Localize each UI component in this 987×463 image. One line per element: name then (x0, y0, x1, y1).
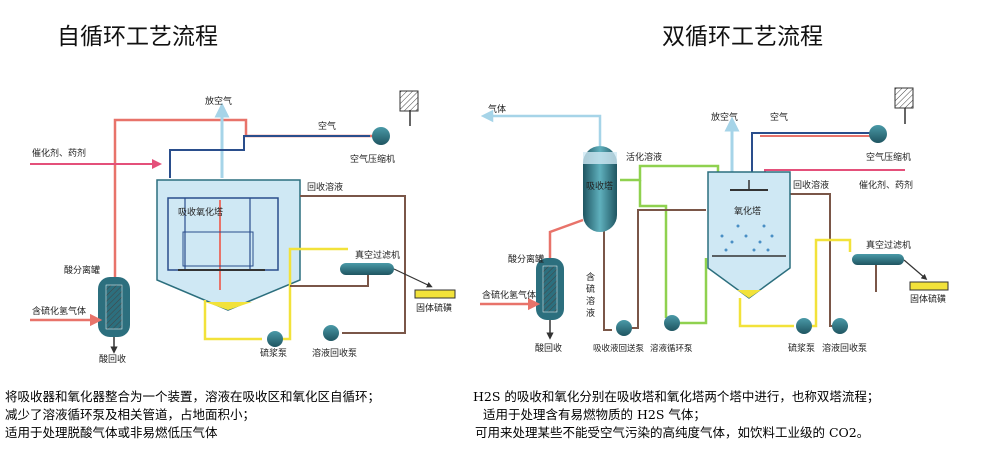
self-label-vacuum-filter: 真空过滤机 (355, 249, 400, 261)
dual-label-vent: 放空气 (711, 111, 738, 123)
dual-recycle-line (790, 193, 848, 327)
self-blue-line (169, 135, 370, 178)
self-label-air: 空气 (318, 120, 336, 132)
dual-gas-outlet-line (480, 109, 602, 146)
dual-label-recycle-solution: 回收溶液 (793, 179, 829, 191)
self-air-filter-icon (399, 90, 419, 112)
desc-self-line1: 将吸收器和氧化器整合为一个装置，溶液在吸收区和氧化区自循环； (5, 389, 381, 404)
self-slurry-line (203, 300, 262, 341)
dual-activated-line (620, 164, 720, 182)
dual-vacuum-filter-icon (852, 254, 904, 265)
self-label-recycle-solution: 回收溶液 (307, 181, 343, 193)
desc-dual-line2: 适用于处理含有易燃物质的 H2S 气体； (483, 407, 706, 422)
self-label-slurry-pump: 硫浆泵 (260, 347, 287, 359)
dual-slurry-pump-icon (796, 318, 812, 334)
self-recycle-line (300, 195, 406, 334)
dual-circ-pump-icon (664, 315, 680, 331)
dual-label-sulfur-gas: 含硫化氢气体 (482, 289, 536, 301)
self-label-recycle-pump: 溶液回收泵 (312, 347, 357, 359)
dual-air-compressor-icon (869, 125, 887, 143)
dual-label-absorb-pump: 吸收液回送泵 (593, 343, 645, 354)
dual-label-gas: 气体 (488, 103, 506, 115)
dual-label-recycle-pump: 溶液回收泵 (822, 342, 867, 354)
dual-label-catalyst: 催化剂、药剂 (859, 179, 913, 191)
dual-label-sulfur-solution-2: 硫 (586, 283, 595, 295)
dual-recycle-pump-icon (832, 318, 848, 334)
desc-self-line3: 适用于处理脱酸气体或非易燃低压气体 (5, 425, 218, 440)
self-tower (156, 179, 301, 311)
self-label-sulfur-gas: 含硫化氢气体 (32, 305, 86, 317)
desc-dual-line1: H2S 的吸收和氧化分别在吸收塔和氧化塔两个塔中进行，也称双塔流程； (473, 389, 880, 404)
dual-label-acid-recovery: 酸回收 (535, 342, 562, 354)
title-dual-cycle: 双循环工艺流程 (662, 24, 823, 50)
dual-label-absorber: 吸收塔 (586, 180, 613, 192)
self-label-solid-sulfur: 固体硫磺 (416, 302, 452, 314)
self-vacuum-filter-icon (340, 263, 394, 275)
dual-label-circ-pump: 溶液循环泵 (650, 343, 693, 354)
dual-cycle-diagram: 气体 放空气 空气 空气压缩机 活化溶液 吸收塔 氧化塔 回收溶液 催化剂、药剂… (480, 87, 949, 354)
dual-label-sulfur-solution-1: 含 (586, 271, 595, 283)
process-diagram: 放空气 空气 空气压缩机 催化剂、药剂 吸收氧化塔 回收溶液 酸分离罐 真空过滤… (30, 87, 949, 365)
dual-label-acid-separator: 酸分离罐 (508, 253, 544, 265)
dual-oxidizer (707, 171, 791, 299)
desc-self-line2: 减少了溶液循环泵及相关管道，占地面积小； (5, 407, 256, 422)
dual-gas-to-absorber-line (548, 218, 584, 258)
self-label-catalyst: 催化剂、药剂 (32, 147, 86, 159)
self-air-compressor-icon (372, 127, 390, 145)
title-self-cycle: 自循环工艺流程 (57, 24, 218, 50)
dual-air-line (751, 132, 870, 176)
dual-label-vacuum-filter: 真空过滤机 (866, 239, 911, 251)
self-label-vent: 放空气 (205, 95, 232, 107)
dual-label-solid-sulfur: 固体硫磺 (910, 293, 946, 305)
self-label-acid-recovery: 酸回收 (99, 353, 126, 365)
dual-label-activated: 活化溶液 (626, 151, 662, 163)
dual-absorb-pump-icon (616, 320, 632, 336)
self-slurry-pump-icon (267, 331, 283, 347)
self-solid-sulfur-icon (414, 289, 456, 299)
dual-slurry-line (738, 298, 794, 328)
dual-air-filter-icon (894, 87, 914, 109)
dual-label-sulfur-solution-4: 液 (586, 307, 595, 319)
dual-solid-sulfur-icon (909, 281, 949, 291)
dual-label-compressor: 空气压缩机 (866, 151, 911, 163)
dual-label-oxidizer: 氧化塔 (734, 205, 761, 217)
self-cycle-diagram: 放空气 空气 空气压缩机 催化剂、药剂 吸收氧化塔 回收溶液 酸分离罐 真空过滤… (30, 90, 456, 365)
dual-absorber (583, 146, 617, 232)
dual-label-slurry-pump: 硫浆泵 (788, 342, 815, 354)
self-label-tower: 吸收氧化塔 (178, 206, 223, 218)
dual-label-air: 空气 (770, 111, 788, 123)
self-recycle-pump-icon (323, 325, 339, 341)
self-label-compressor: 空气压缩机 (350, 153, 395, 165)
dual-label-sulfur-solution-3: 溶 (586, 295, 595, 307)
self-label-acid-separator: 酸分离罐 (64, 264, 100, 276)
desc-dual-line3: 可用来处理某些不能受空气污染的高纯度气体，如饮料工业级的 CO2。 (475, 425, 870, 440)
